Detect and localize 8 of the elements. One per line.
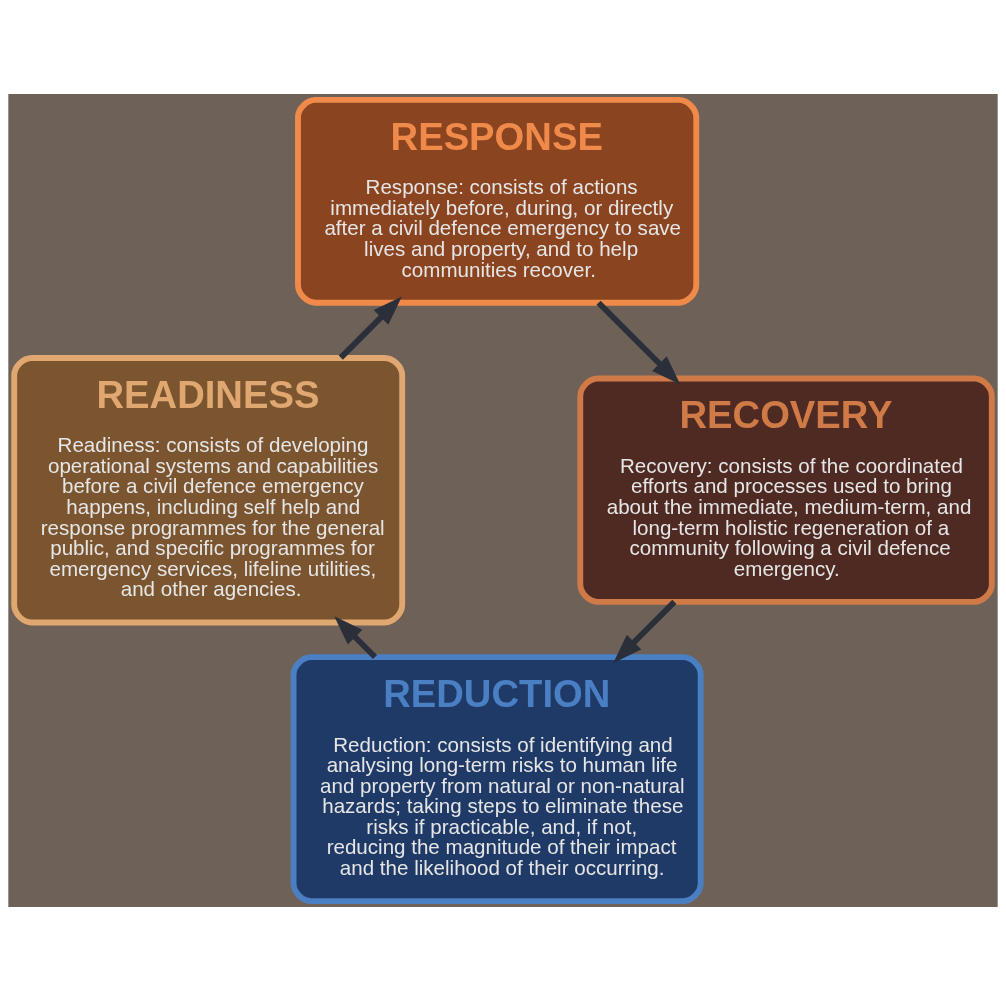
arrow [613,599,677,663]
node-box: RESPONSE Response: consists of actions immediately before, during, or directly after a civil defence emergency to save lives and property, and to help communities recover. [295,96,700,306]
node-box: REDUCTION Reduction: consists of identifying and analysing long-term risks to human life and property from natural or non-natural hazards; taking steps to eliminate these risks if practicable, and, if not, reducing the magnitude of their impact and the likelihood of their occurring. [290,654,704,905]
node-box: READINESS Readiness: consists of developing operational systems and capabilities before a civil defence emergency happens, including self help and response programmes for the general public, and specific programmes for emergency services, lifeline utilities, and other agencies. [11,355,406,626]
arrow [596,300,681,385]
arrow [338,296,402,360]
node-box: RECOVERY Recovery: consists of the coordinated efforts and processes used to bring about the immediate, medium-term, and long-term holistic regeneration of a community following a civil defence emergency. [577,375,995,605]
arrow [334,616,378,660]
